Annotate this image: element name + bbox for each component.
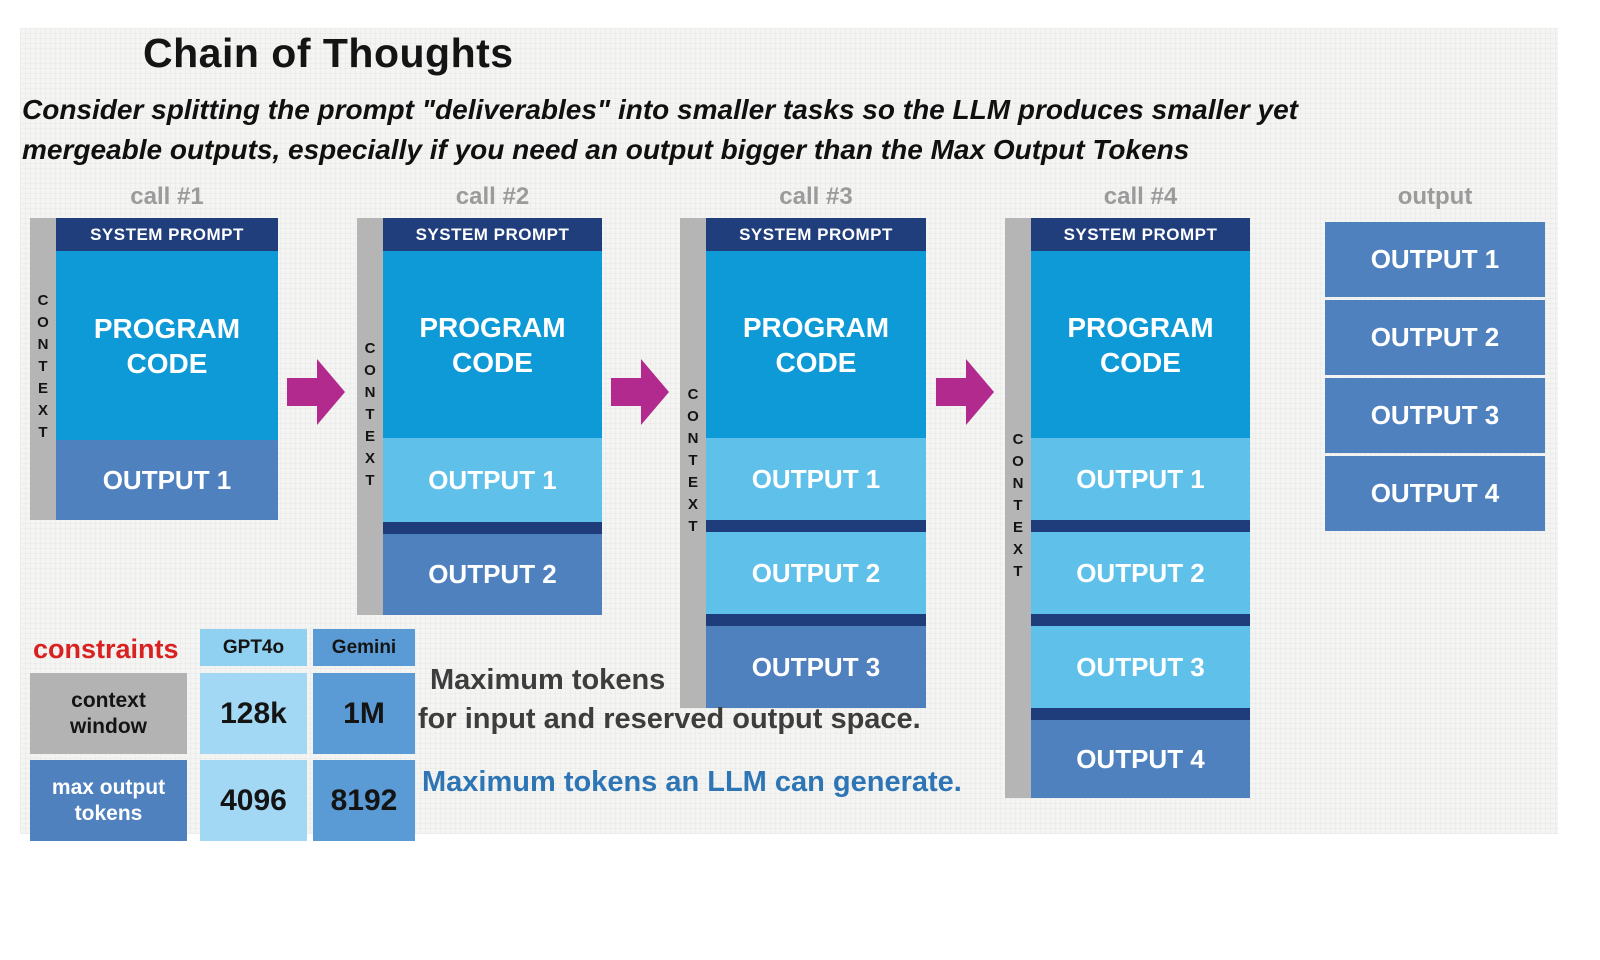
context-label: CONTEXT — [361, 339, 379, 494]
output-separator — [706, 520, 926, 532]
call-3-output-2: OUTPUT 2 — [706, 532, 926, 614]
subtitle-line-2: mergeable outputs, especially if you nee… — [22, 134, 1190, 165]
constraints-row-context-window-label: context window — [30, 673, 187, 754]
call-3-label: call #3 — [779, 183, 853, 210]
call-4-output-1: OUTPUT 1 — [1031, 438, 1250, 520]
output-separator — [706, 614, 926, 626]
subtitle-line-1: Consider splitting the prompt "deliverab… — [22, 94, 1298, 125]
arrow-right-icon — [611, 359, 669, 425]
context-window-gemini-value: 1M — [313, 673, 415, 754]
program-code-label: PROGRAM CODE — [93, 312, 241, 379]
context-label: CONTEXT — [1009, 431, 1027, 585]
arrow-right-icon — [936, 359, 994, 425]
output-separator — [1031, 520, 1250, 532]
context-label: CONTEXT — [34, 292, 52, 446]
max-output-gemini-value: 8192 — [313, 760, 415, 841]
call-3-output-1: OUTPUT 1 — [706, 438, 926, 520]
call-4-system-prompt: SYSTEM PROMPT — [1031, 218, 1250, 251]
merged-output-2: OUTPUT 2 — [1325, 300, 1545, 375]
call-1-system-prompt: SYSTEM PROMPT — [56, 218, 278, 251]
merged-output-1: OUTPUT 1 — [1325, 222, 1545, 297]
program-code-label: PROGRAM CODE — [419, 311, 566, 378]
call-3-program-code: PROGRAM CODE — [706, 251, 926, 438]
arrow-right-icon — [287, 359, 345, 425]
context-window-gpt4o-value: 128k — [200, 673, 307, 754]
max-output-note: Maximum tokens an LLM can generate. — [422, 766, 962, 798]
call-4-context-bar: CONTEXT — [1005, 218, 1031, 798]
call-1-program-code: PROGRAM CODE — [56, 251, 278, 440]
call-2-system-prompt: SYSTEM PROMPT — [383, 218, 602, 251]
call-4-program-code: PROGRAM CODE — [1031, 251, 1250, 438]
merged-output-3: OUTPUT 3 — [1325, 378, 1545, 453]
constraints-header-gemini: Gemini — [313, 629, 415, 666]
call-3-context-bar: CONTEXT — [680, 218, 706, 708]
call-2-output-1: OUTPUT 1 — [383, 438, 602, 522]
call-3-system-prompt: SYSTEM PROMPT — [706, 218, 926, 251]
call-4-output-3: OUTPUT 3 — [1031, 626, 1250, 708]
page-title: Chain of Thoughts — [143, 30, 514, 76]
call-3-output-3: OUTPUT 3 — [706, 626, 926, 708]
constraints-row-max-output-label: max output tokens — [30, 760, 187, 841]
context-window-note-line-2: for input and reserved output space. — [418, 703, 921, 735]
call-2-context-bar: CONTEXT — [357, 218, 383, 615]
merged-output-4: OUTPUT 4 — [1325, 456, 1545, 531]
call-2-label: call #2 — [455, 183, 530, 210]
call-1-label: call #1 — [130, 183, 204, 210]
call-4-label: call #4 — [1103, 183, 1178, 210]
call-4-output-4: OUTPUT 4 — [1031, 720, 1250, 798]
context-window-note-line-1: Maximum tokens — [430, 664, 666, 696]
output-separator — [1031, 614, 1250, 626]
call-1-output-1: OUTPUT 1 — [56, 440, 278, 520]
call-1-context-bar: CONTEXT — [30, 218, 56, 520]
row-label-text: context window — [70, 689, 147, 738]
output-column-label: output — [1397, 183, 1473, 210]
call-4-output-2: OUTPUT 2 — [1031, 532, 1250, 614]
output-separator — [383, 522, 602, 534]
output-separator — [1031, 708, 1250, 720]
call-2-output-2: OUTPUT 2 — [383, 534, 602, 615]
max-output-gpt4o-value: 4096 — [200, 760, 307, 841]
row-label-text: max output tokens — [51, 776, 166, 825]
program-code-label: PROGRAM CODE — [742, 311, 890, 378]
context-label: CONTEXT — [684, 386, 702, 540]
constraints-header-gpt4o: GPT4o — [200, 629, 307, 666]
call-2-program-code: PROGRAM CODE — [383, 251, 602, 438]
program-code-label: PROGRAM CODE — [1067, 311, 1214, 378]
constraints-title: constraints — [33, 634, 179, 664]
